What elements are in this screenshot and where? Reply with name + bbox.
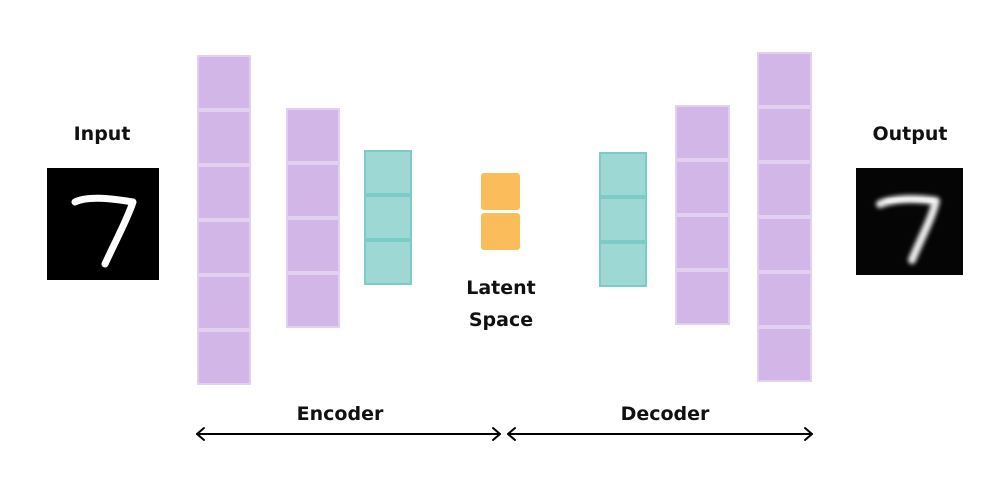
neuron: [197, 110, 251, 165]
neuron: [364, 150, 412, 195]
neuron: [364, 240, 412, 285]
latent-layer: [481, 173, 520, 250]
encoder-span-arrow: [196, 427, 501, 441]
decoder-layer-2: [675, 105, 730, 325]
output-label: Output: [872, 123, 948, 145]
input-digit-image: [47, 168, 159, 280]
neuron: [675, 215, 730, 270]
neuron: [286, 273, 340, 328]
neuron: [599, 197, 647, 242]
neuron: [197, 220, 251, 275]
neuron: [757, 162, 812, 217]
neuron: [675, 270, 730, 325]
neuron: [286, 163, 340, 218]
neuron: [757, 327, 812, 382]
neuron: [197, 330, 251, 385]
neuron: [757, 272, 812, 327]
neuron: [364, 195, 412, 240]
neuron: [757, 107, 812, 162]
neuron: [599, 242, 647, 287]
neuron: [197, 165, 251, 220]
neuron: [197, 55, 251, 110]
encoder-layer-2: [286, 108, 340, 328]
decoder-layer-1: [599, 152, 647, 287]
decoder-label: Decoder: [620, 403, 710, 425]
latent-space-label: Latent Space: [450, 272, 552, 336]
output-digit-image: [856, 168, 963, 275]
neuron: [286, 218, 340, 273]
latent-label-line1: Latent: [466, 277, 536, 299]
encoder-layer-3: [364, 150, 412, 285]
neuron: [757, 217, 812, 272]
decoder-span-arrow: [507, 427, 813, 441]
neuron: [286, 108, 340, 163]
encoder-layer-1: [197, 55, 251, 385]
latent-neuron: [481, 213, 520, 250]
decoder-layer-3: [757, 52, 812, 382]
neuron: [675, 105, 730, 160]
latent-label-line2: Space: [468, 309, 534, 331]
latent-neuron: [481, 173, 520, 210]
encoder-label: Encoder: [296, 403, 384, 425]
neuron: [599, 152, 647, 197]
neuron: [675, 160, 730, 215]
input-label: Input: [73, 123, 131, 145]
neuron: [197, 275, 251, 330]
neuron: [757, 52, 812, 107]
